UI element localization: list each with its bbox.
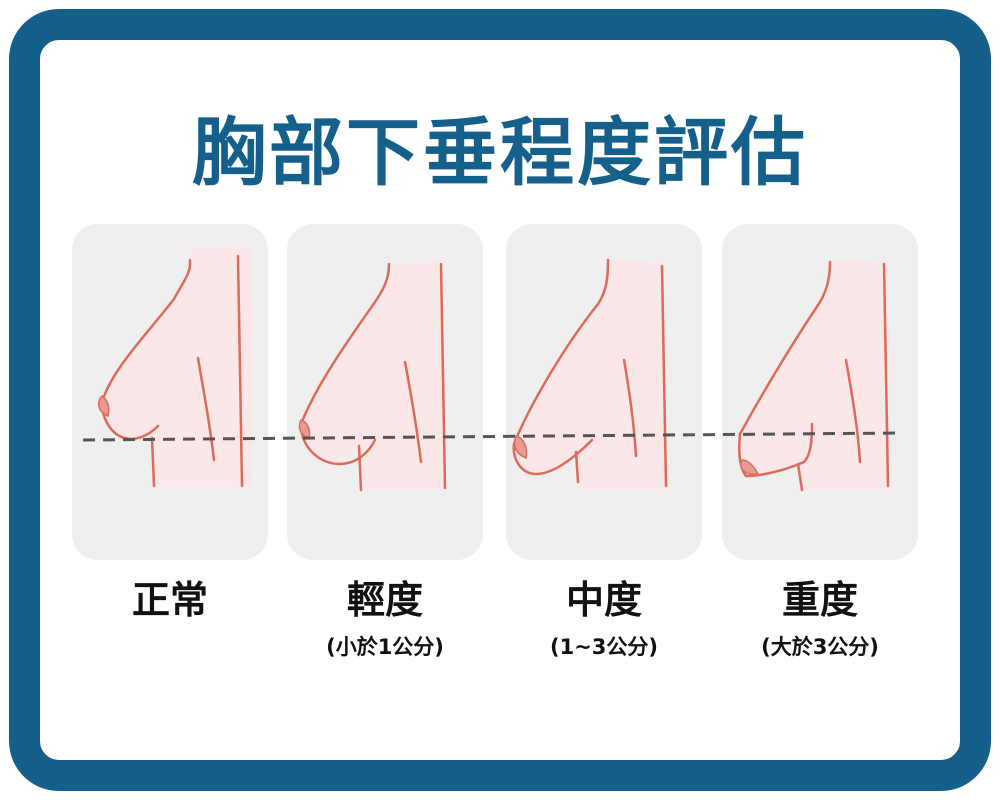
breast-profile-mild <box>298 262 447 492</box>
stage-label-moderate: 中度 <box>565 578 642 622</box>
stage-label-mild: 輕度 <box>346 578 423 622</box>
stage-label-severe: 重度 <box>781 578 858 622</box>
stage-detail-mild: (小於1公分) <box>326 635 444 659</box>
illustration-card-normal <box>72 224 268 560</box>
illustration-card-moderate <box>506 224 702 560</box>
breast-profile-severe <box>738 260 890 492</box>
page-title: 胸部下垂程度評估 <box>192 110 808 196</box>
illustration-card-severe <box>722 224 918 560</box>
illustration-card-mild <box>287 224 483 560</box>
stage-detail-moderate: (1~3公分) <box>549 635 658 659</box>
stage-label-normal: 正常 <box>131 578 208 622</box>
stage-detail-severe: (大於3公分) <box>761 635 879 659</box>
breast-profile-moderate <box>512 258 668 490</box>
breast-profile-normal <box>97 246 252 488</box>
